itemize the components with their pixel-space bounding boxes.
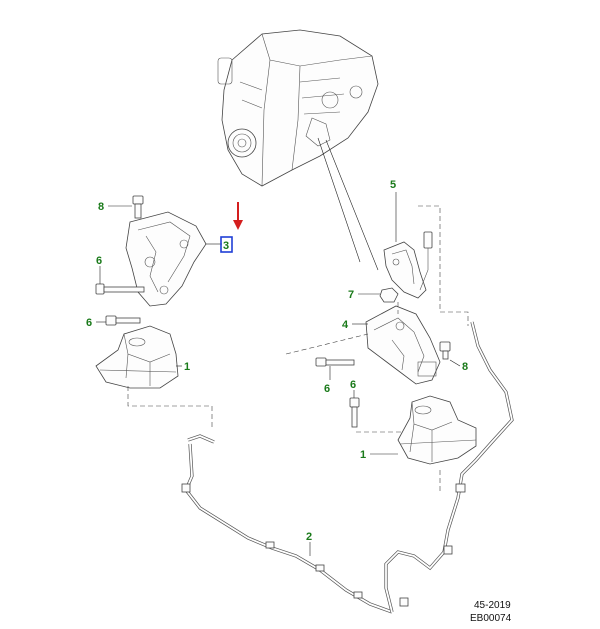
callout-2: 2: [306, 531, 312, 543]
callout-3: 3: [223, 240, 229, 252]
callout-1-right: 1: [360, 449, 366, 461]
callout-4: 4: [342, 319, 349, 331]
bolt-8-left: [132, 195, 144, 219]
bolt-6-lower-left: [105, 315, 141, 326]
callout-6-lower-right: 6: [350, 379, 356, 391]
callout-6-upper-left: 6: [96, 255, 102, 267]
callout-8-right: 8: [462, 361, 468, 373]
callout-1-left: 1: [184, 361, 190, 373]
reference-code-2: EB00074: [470, 613, 512, 624]
left-engine-mount: [95, 325, 179, 389]
callout-6-mid-right: 6: [324, 383, 330, 395]
reference-code-1: 45-2019: [474, 600, 511, 611]
right-mount-bracket: [365, 305, 441, 385]
callout-7: 7: [348, 289, 354, 301]
left-mount-bracket: [125, 211, 207, 307]
callout-3-highlight: [220, 236, 233, 253]
engine-block: [217, 29, 379, 187]
nut-7: [379, 287, 399, 303]
callout-5: 5: [390, 179, 396, 191]
bolt-6-mid-right: [315, 357, 355, 367]
vacuum-hose: [181, 321, 514, 614]
callout-6-lower-left: 6: [86, 317, 92, 329]
callout-8-left: 8: [98, 201, 104, 213]
upper-right-bracket: [383, 231, 433, 299]
bolt-6-lower-right: [349, 397, 360, 428]
right-engine-mount: [397, 395, 477, 465]
bolt-8-right: [439, 341, 451, 360]
red-indicator-arrow: [233, 202, 243, 230]
